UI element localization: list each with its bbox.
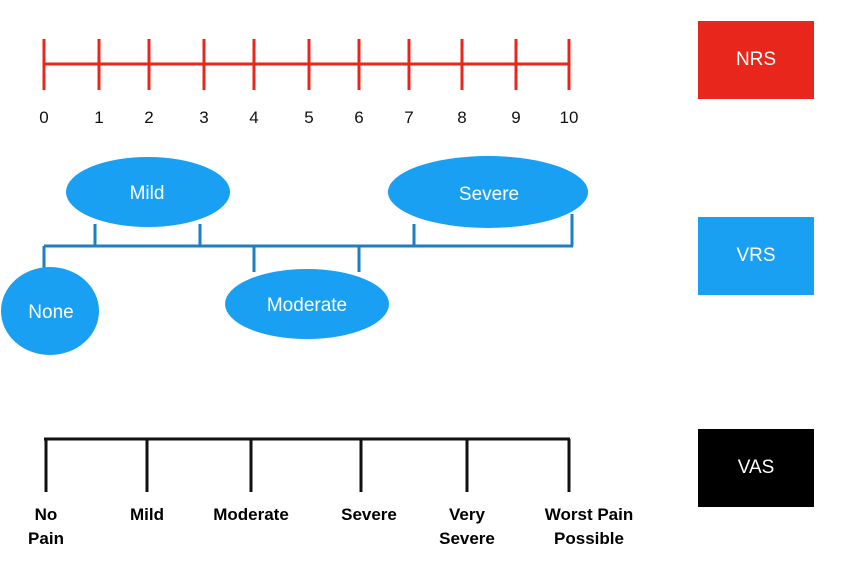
nrs-number-0: 0 — [39, 108, 48, 127]
nrs-number-9: 9 — [511, 108, 520, 127]
nrs-legend-box: NRS — [698, 21, 814, 99]
vrs-legend-box: VRS — [698, 217, 814, 295]
vrs-label-severe: Severe — [459, 184, 519, 205]
vas-legend-label: VAS — [737, 457, 775, 478]
nrs-number-7: 7 — [404, 108, 413, 127]
vrs-ellipse-none — [1, 267, 99, 355]
vrs-scale: None Mild Moderate Severe — [1, 156, 588, 355]
vrs-ellipse-moderate — [225, 269, 389, 339]
vrs-ellipse-mild — [66, 157, 230, 227]
vrs-label-mild: Mild — [130, 183, 165, 204]
vas-label-2: Moderate — [213, 505, 289, 524]
vas-label-3: Severe — [341, 505, 397, 524]
nrs-number-6: 6 — [354, 108, 363, 127]
vrs-label-moderate: Moderate — [267, 295, 347, 316]
vrs-label-none: None — [28, 302, 73, 323]
nrs-number-2: 2 — [144, 108, 153, 127]
nrs-number-1: 1 — [94, 108, 103, 127]
vas-legend-box: VAS — [698, 429, 814, 507]
vas-label-1: Mild — [130, 505, 164, 524]
nrs-number-5: 5 — [304, 108, 313, 127]
vrs-legend-label: VRS — [736, 245, 776, 266]
nrs-number-4: 4 — [249, 108, 258, 127]
nrs-legend-label: NRS — [735, 49, 777, 70]
vrs-ellipse-severe — [388, 156, 588, 228]
nrs-number-3: 3 — [199, 108, 208, 127]
nrs-number-8: 8 — [457, 108, 466, 127]
nrs-number-10: 10 — [560, 108, 579, 127]
nrs-scale: 0 1 2 3 4 5 6 7 8 9 10 — [39, 39, 578, 127]
